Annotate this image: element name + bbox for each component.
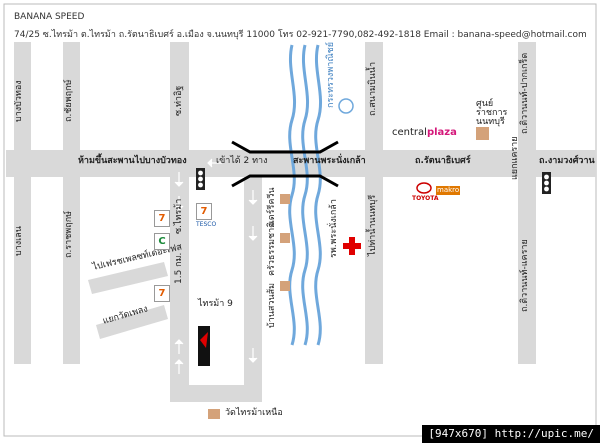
label-sai-ma-9: ไทรม้า 9 xyxy=(198,299,233,309)
seven-eleven-icon: 7 xyxy=(154,210,170,227)
road-wat-pleng xyxy=(96,305,168,339)
minimart-icon: C xyxy=(154,233,170,250)
label-ministry: กระทรวงพาณิชย์ xyxy=(326,41,336,108)
label-entry-2-ways: เข้าได้ 2 ทาง xyxy=(216,156,268,166)
label-central-plaza: centralplaza xyxy=(392,128,457,138)
company-name: BANANA SPEED xyxy=(14,12,85,22)
label-bang-bua-thong: บางบัวทอง xyxy=(14,80,24,122)
label-hospital: รพ.พระนั่งเกล้า xyxy=(329,199,339,258)
traffic-light-east xyxy=(542,172,551,194)
label-bang-len: บางเลน xyxy=(14,226,24,256)
label-tha-it: ซ.ท่าอิฐ xyxy=(174,85,184,116)
traffic-light-west xyxy=(196,168,205,190)
label-yaek-khae-rai: แยกแคราย xyxy=(510,136,520,180)
seven-eleven-icon: 7 xyxy=(154,285,170,302)
label-chai-phruek: ถ.ชัยพฤกษ์ xyxy=(64,79,74,122)
road-sai-ma-loop xyxy=(244,177,262,402)
label-makro: makro xyxy=(436,186,461,195)
road-tiwanon xyxy=(518,42,536,364)
road-sai-ma xyxy=(170,42,189,402)
label-gov-center: ศูนย์ราชการ นนทบุรี xyxy=(476,99,508,127)
company-address: 74/25 ซ.ไทรม้า ต.ไทรม้า ถ.รัตนาธิเบศร์ อ… xyxy=(14,30,587,40)
label-tha-nam-nonthaburi: ไปท่าน้ำนนทบุรี xyxy=(368,194,378,256)
label-sanambinnam: ถ.สนามบินน้ำ xyxy=(368,61,378,116)
label-wat-sai-ma-nuea: วัดไทรม้าเหนือ xyxy=(225,408,283,418)
central-text: central xyxy=(392,127,427,138)
label-ratthanathibet: ถ.รัตนาธิเบศร์ xyxy=(415,156,471,166)
label-tiwanon-pakkret: ถ.ติวานนท์-ปากเกร็ด xyxy=(520,52,530,134)
label-ban-suan: บ้านสวนส้ม xyxy=(267,282,277,328)
label-kraeng-thon: ครัวธรรมชาติ xyxy=(267,221,277,276)
seven-eleven-icon: 7 xyxy=(196,203,212,220)
shop-marker-flash xyxy=(200,332,208,348)
label-ratchaphruek: ถ.ราชพฤกษ์ xyxy=(64,210,74,258)
plaza-text: plaza xyxy=(426,127,457,138)
ministry-seal-icon xyxy=(338,98,354,114)
shop-marker-icon xyxy=(198,326,210,366)
main-road xyxy=(6,150,596,177)
direction-arrows xyxy=(174,158,258,374)
road-bottom-link xyxy=(170,385,262,402)
road-chai-phruek xyxy=(63,42,80,364)
building-markers xyxy=(208,127,489,419)
label-dairy-queen: แดร์รีควีน xyxy=(267,187,277,226)
image-footer: [947x670] http://upic.me/ xyxy=(422,425,600,443)
label-distance: 1.5 กม. xyxy=(174,252,184,284)
label-tesco: TESCO xyxy=(196,221,217,228)
label-toyota: TOYOTA xyxy=(412,195,439,202)
road-bang-bua-thong xyxy=(14,42,31,364)
river xyxy=(288,44,323,346)
label-sai-ma: ซ.ไทรม้า xyxy=(174,198,184,234)
label-bridge: สะพานพระนั่งเกล้า xyxy=(293,156,366,166)
map-frame xyxy=(3,3,597,437)
road-sanambinnam xyxy=(365,42,383,364)
bridge xyxy=(231,140,339,188)
label-no-bridge: ห้ามขึ้นสะพานไปบางบัวทอง xyxy=(78,156,187,166)
label-tiwanon-khae-rai: ถ.ติวานนท์-แคราย xyxy=(520,239,530,312)
hospital-cross-icon xyxy=(343,237,361,255)
label-ngamwongwan: ถ.งามวงศ์วาน xyxy=(539,156,595,166)
toyota-logo-icon xyxy=(416,182,432,194)
road-to-phrae-dee xyxy=(88,262,168,294)
